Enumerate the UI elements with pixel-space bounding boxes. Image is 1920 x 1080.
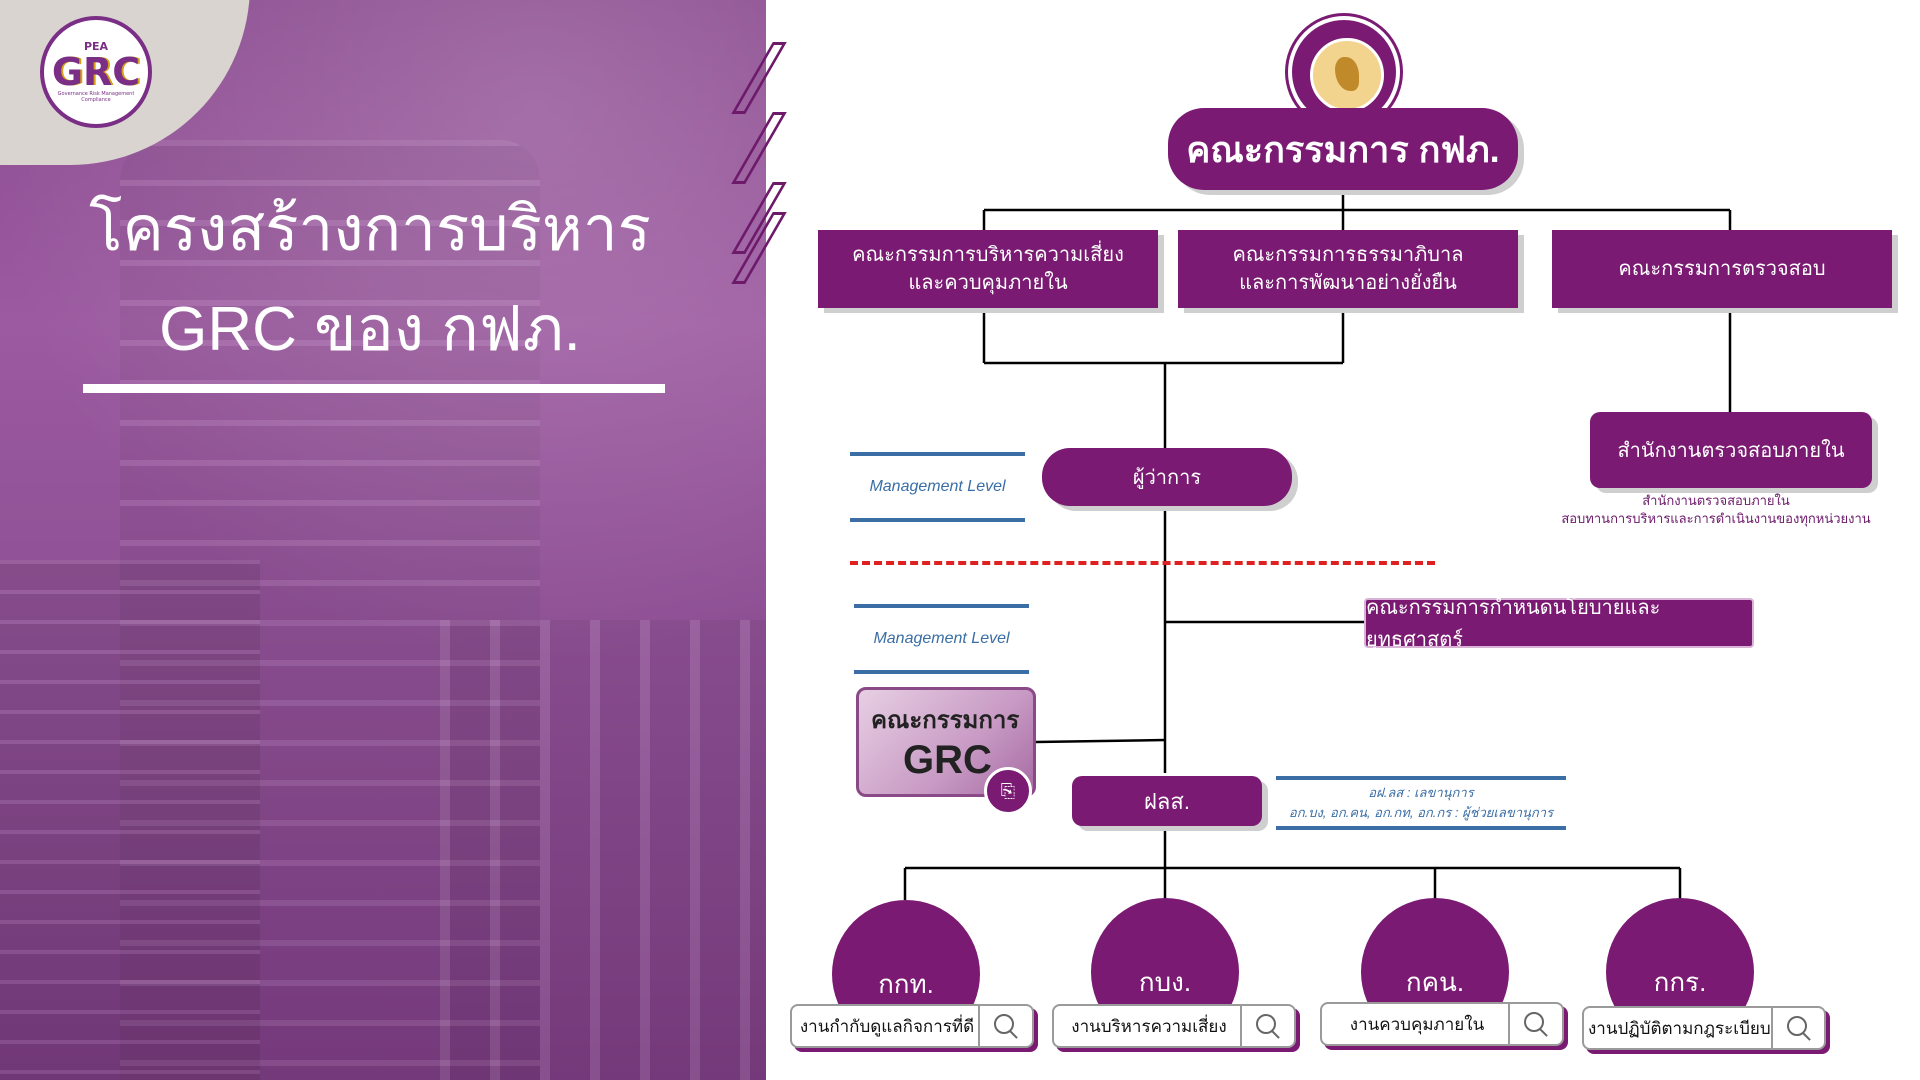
policy-committee-label: คณะกรรมการกำหนดนโยบายและยุทธศาสตร์ [1366,597,1661,651]
search-icon[interactable] [980,1006,1032,1046]
background-building-left [0,560,260,1080]
risk-committee-line1: คณะกรรมการบริหารความเสี่ยง [852,244,1124,266]
management-level-upper: Management Level [850,452,1025,522]
grc-committee-card[interactable]: คณะกรรมการ GRC [856,687,1036,797]
policy-strategy-committee[interactable]: คณะกรรมการกำหนดนโยบายและยุทธศาสตร์ [1364,597,1754,651]
department-work-label: งานควบคุมภายใน [1349,1014,1485,1034]
page-title-line2: GRC ของ กฟภ. [159,295,581,364]
department-code: กกร. [1653,966,1707,997]
search-icon[interactable] [1242,1006,1294,1046]
logo-tagline: Governance Risk Management Compliance [57,91,135,103]
title-underline [83,384,665,393]
audit-committee[interactable]: คณะกรรมการตรวจสอบ [1552,230,1892,308]
left-panel: PEA GRC Governance Risk Management Compl… [0,0,766,1080]
internal-audit-note-line2: สอบทานการบริหารและการดำเนินงานของทุกหน่ว… [1561,511,1871,526]
search-icon[interactable] [1773,1008,1824,1048]
logo-brand: PEA [83,40,109,53]
secretary-note: อฝ.ลส : เลขานุการ อก.บง, อก.คน, อก.กท, อ… [1276,776,1566,830]
department-work-card[interactable]: งานปฏิบัติตามกฎระเบียบ [1582,1006,1826,1050]
governance-committee-line1: คณะกรรมการธรรมาภิบาล [1232,244,1464,266]
logo-name: GRC [51,50,141,94]
internal-audit-note: สำนักงานตรวจสอบภายใน สอบทานการบริหารและก… [1532,492,1900,528]
management-level-lower: Management Level [854,604,1029,674]
secretary-line1: อฝ.ลส : เลขานุการ [1368,785,1474,800]
background-building [120,140,540,1080]
governance-committee-line2: และการพัฒนาอย่างยั่งยืน [1239,272,1457,294]
department-code: กบง. [1138,966,1192,997]
department-work-card[interactable]: งานบริหารความเสี่ยง [1052,1004,1296,1048]
document-link-icon[interactable]: ⎘ [984,767,1032,815]
management-level-lower-label: Management Level [873,630,1010,647]
audit-committee-label: คณะกรรมการตรวจสอบ [1618,258,1826,280]
grc-card-line2: GRC [903,738,992,782]
board-of-directors[interactable]: คณะกรรมการ กฟภ. [1168,108,1518,190]
department-work-card[interactable]: งานควบคุมภายใน [1320,1002,1564,1046]
department-code: กคน. [1405,966,1465,997]
department-work-label: งานบริหารความเสี่ยง [1071,1016,1227,1036]
page-title-line1: โครงสร้างการบริหาร [89,195,651,264]
internal-audit-note-line1: สำนักงานตรวจสอบภายใน [1642,493,1790,508]
department-code: กกท. [878,968,934,999]
division-label: ฝลส. [1144,788,1190,814]
background-tint [0,0,766,1080]
internal-audit-office[interactable]: สำนักงานตรวจสอบภายใน [1590,412,1872,488]
management-divider-line [850,561,1435,565]
governor[interactable]: ผู้ว่าการ [1042,448,1292,506]
department-work-label: งานกำกับดูแลกิจการที่ดี [799,1016,975,1036]
search-icon[interactable] [1510,1004,1562,1044]
management-level-upper-label: Management Level [869,478,1006,495]
internal-audit-label: สำนักงานตรวจสอบภายใน [1617,440,1845,462]
background-building-right [440,620,766,1080]
governor-label: ผู้ว่าการ [1132,467,1202,489]
department-work-label: งานปฏิบัติตามกฎระเบียบ [1588,1018,1771,1038]
risk-committee[interactable]: คณะกรรมการบริหารความเสี่ยง และควบคุมภายใ… [818,230,1158,308]
division-box[interactable]: ฝลส. [1072,776,1262,826]
board-label: คณะกรรมการ กฟภ. [1186,128,1500,170]
risk-committee-line2: และควบคุมภายใน [908,272,1068,294]
department-work-card[interactable]: งานกำกับดูแลกิจการที่ดี [790,1004,1034,1048]
grc-logo: PEA GRC Governance Risk Management Compl… [40,16,152,128]
grc-card-line1: คณะกรรมการ [871,707,1020,734]
secretary-line2: อก.บง, อก.คน, อก.กท, อก.กร : ผู้ช่วยเลขา… [1288,805,1554,820]
governance-committee[interactable]: คณะกรรมการธรรมาภิบาล และการพัฒนาอย่างยั่… [1178,230,1518,308]
